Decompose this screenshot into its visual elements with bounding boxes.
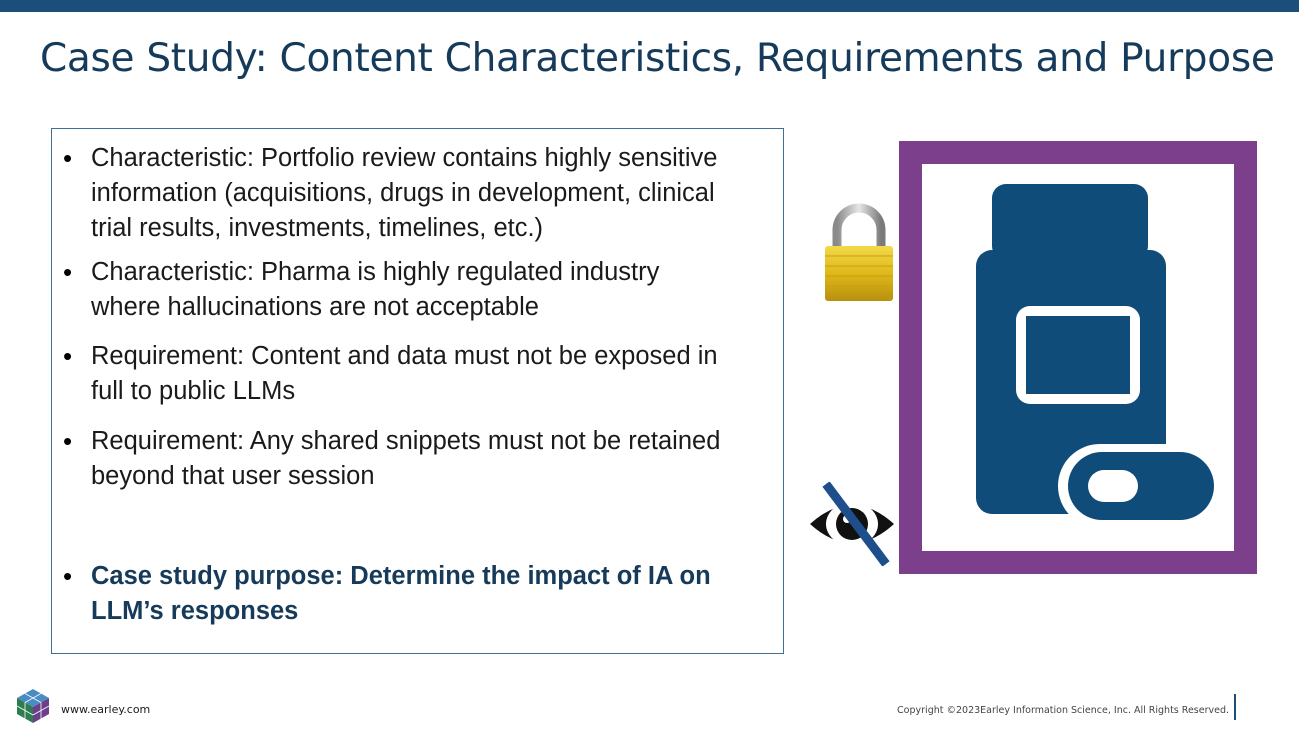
bullet-text: Characteristic: Portfolio review contain… <box>91 144 718 242</box>
padlock-icon <box>825 203 893 301</box>
bullet-item: • Requirement: Content and data must not… <box>52 339 752 409</box>
bullet-dot: • <box>63 426 73 456</box>
medicine-bottle-icon <box>976 184 1220 528</box>
bullet-dot: • <box>63 341 73 371</box>
earley-cube-logo <box>16 689 50 723</box>
bullet-dot: • <box>63 561 73 591</box>
footer-copyright: Copyright ©2023Earley Information Scienc… <box>897 705 1229 716</box>
bullet-item: • Requirement: Any shared snippets must … <box>52 424 752 494</box>
slide-title: Case Study: Content Characteristics, Req… <box>40 36 1275 81</box>
bullet-text: Requirement: Content and data must not b… <box>91 342 718 405</box>
bullet-text: Requirement: Any shared snippets must no… <box>91 427 721 490</box>
bullet-dot: • <box>63 143 73 173</box>
bullet-text: Characteristic: Pharma is highly regulat… <box>91 258 660 321</box>
bullet-item-purpose: • Case study purpose: Determine the impa… <box>52 559 752 629</box>
eye-slash-icon <box>810 482 894 566</box>
top-accent-bar <box>0 0 1299 12</box>
bullet-text: Case study purpose: Determine the impact… <box>91 562 711 625</box>
medicine-frame <box>899 141 1257 574</box>
bullet-dot: • <box>63 257 73 287</box>
bullet-item: • Characteristic: Portfolio review conta… <box>52 141 752 246</box>
bullet-item: • Characteristic: Pharma is highly regul… <box>52 255 752 325</box>
content-box: • Characteristic: Portfolio review conta… <box>51 128 784 654</box>
footer-website: www.earley.com <box>61 703 151 716</box>
footer-divider <box>1234 694 1236 720</box>
pill-icon <box>1058 444 1220 528</box>
